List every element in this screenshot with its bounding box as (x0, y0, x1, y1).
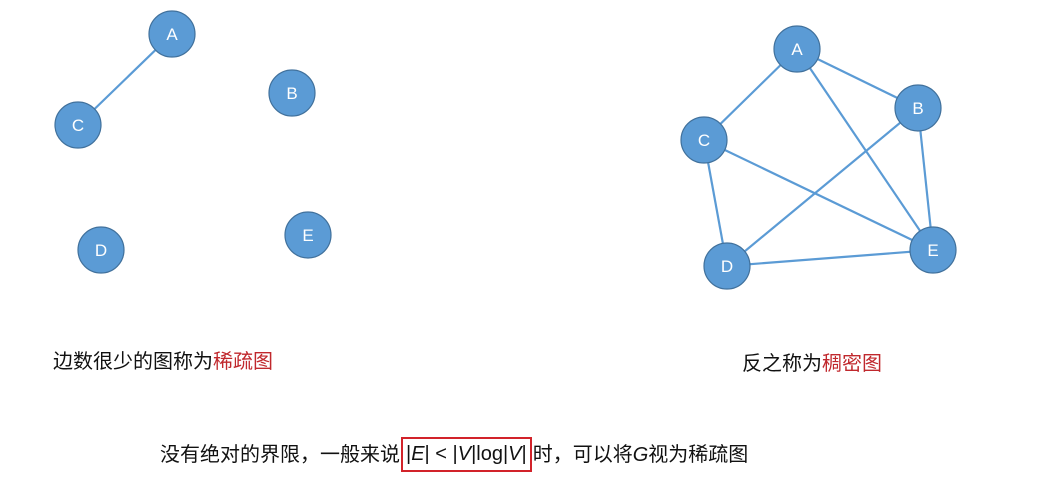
conclusion-after-suffix: 视为稀疏图 (648, 442, 749, 466)
sparse-graph-term: 稀疏图 (213, 349, 273, 373)
sparse-graph-caption: 边数很少的图称为稀疏图 (53, 351, 273, 371)
conclusion-sentence: 没有绝对的界限，一般来说|E| < |V|log|V|时，可以将G视为稀疏图 (160, 437, 749, 473)
sparse-node-label-b: B (286, 84, 297, 103)
dense-graph: A B C D E (680, 25, 957, 290)
sparse-node-label-d: D (95, 241, 107, 260)
dense-node-label-b: B (912, 99, 923, 118)
formula-box: |E| < |V|log|V| (401, 437, 532, 472)
formula-edge-set: E (411, 443, 425, 465)
dense-node-d (703, 242, 751, 290)
sparse-caption-prefix: 边数很少的图称为 (53, 349, 213, 373)
dense-node-e (909, 226, 957, 274)
dense-edge-a-e (796, 48, 934, 251)
sparse-node-b (268, 69, 316, 117)
sparse-node-a (148, 10, 196, 58)
dense-edge-c-e (703, 139, 934, 251)
dense-node-c (680, 116, 728, 164)
formula-bar-1: | (406, 443, 412, 465)
dense-edge-b-d (726, 107, 919, 267)
dense-node-a (773, 25, 821, 73)
dense-node-label-c: C (698, 131, 710, 150)
sparse-node-e (284, 211, 332, 259)
formula-vertex-set-2: V (508, 443, 522, 465)
formula-bar-3: | (521, 443, 527, 465)
dense-node-b (894, 84, 942, 132)
sparse-node-label-a: A (166, 25, 178, 44)
formula-vertex-set-1: V (457, 443, 472, 465)
dense-node-label-a: A (791, 40, 803, 59)
sparse-graph: A B C D E (54, 10, 332, 274)
conclusion-before: 没有绝对的界限，一般来说 (160, 442, 400, 466)
dense-edge-b-e (916, 107, 935, 251)
formula-less-than: | < | (424, 443, 458, 465)
dense-node-label-e: E (927, 241, 938, 260)
dense-node-label-d: D (721, 257, 733, 276)
sparse-node-label-c: C (72, 116, 84, 135)
dense-caption-prefix: 反之称为 (742, 351, 822, 375)
formula-log: |log| (471, 443, 509, 465)
dense-graph-term: 稠密图 (822, 351, 882, 375)
dense-edge-d-e (726, 248, 934, 268)
dense-graph-caption: 反之称为稠密图 (742, 353, 882, 373)
graph-variable-g: G (632, 444, 649, 466)
sparse-node-label-e: E (302, 226, 313, 245)
sparse-node-c (54, 101, 102, 149)
sparse-node-d (77, 226, 125, 274)
conclusion-after-prefix: 时，可以将 (532, 442, 633, 466)
